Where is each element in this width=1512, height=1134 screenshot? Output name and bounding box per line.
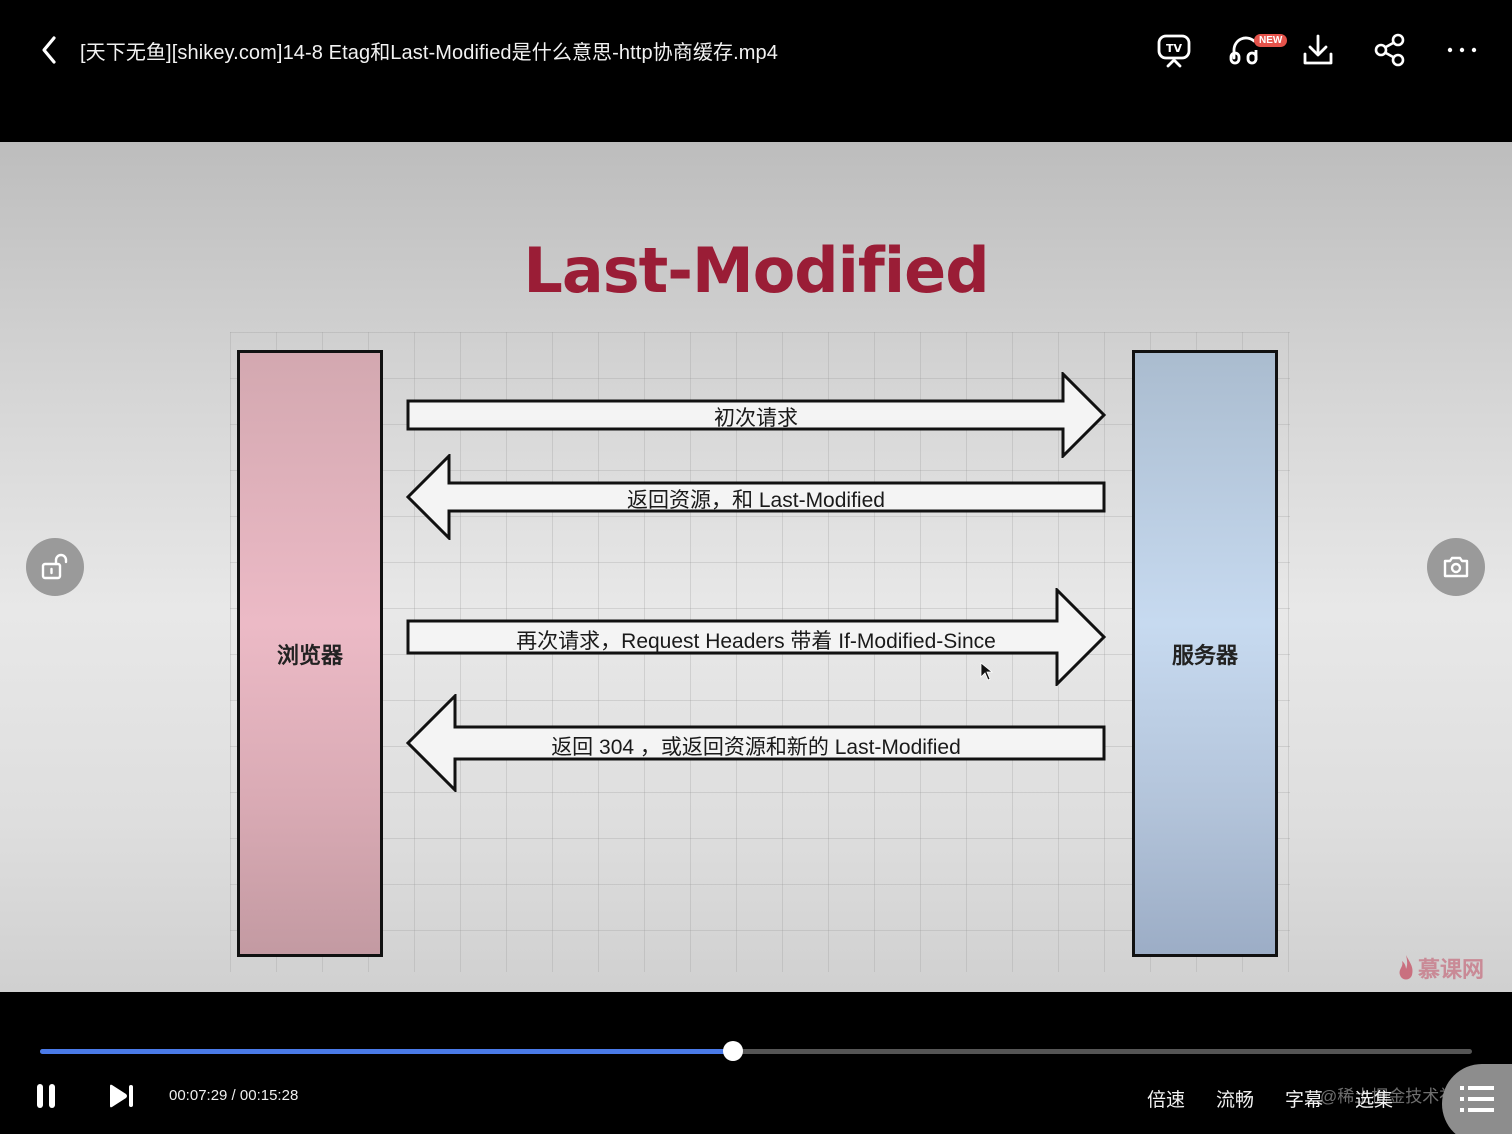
new-badge: NEW: [1254, 34, 1288, 47]
slide-title: Last-Modified: [523, 234, 989, 307]
progress-thumb[interactable]: [723, 1041, 744, 1061]
arrow-label: 返回 304 ，或返回资源和新的 Last-Modified: [551, 736, 961, 759]
playlist-button[interactable]: [1442, 1064, 1512, 1134]
svg-text:TV: TV: [1166, 42, 1183, 55]
browser-label: 浏览器: [276, 642, 343, 668]
back-icon: [42, 36, 56, 64]
video-frame[interactable]: Last-Modified 浏览器 服务器 初次请求 返回资源，和 Last-M…: [0, 142, 1512, 992]
share-button[interactable]: [1370, 30, 1410, 70]
arrow-right-icon: [406, 372, 1107, 458]
more-button[interactable]: [1442, 30, 1482, 70]
flame-logo-icon: [1399, 955, 1413, 980]
subtitle-button[interactable]: 字幕: [1285, 1090, 1324, 1111]
mouse-cursor-icon: [980, 662, 994, 681]
download-icon: [1303, 34, 1333, 65]
top-bar: [天下无鱼][shikey.com]14-8 Etag和Last-Modifie…: [0, 0, 1512, 100]
audio-mode-button[interactable]: NEW: [1226, 30, 1288, 70]
pause-icon: [37, 1084, 55, 1108]
arrow-label: 再次请求，Request Headers 带着 If-Modified-Sinc…: [516, 630, 996, 653]
arrow-return-304: 返回 304 ，或返回资源和新的 Last-Modified: [406, 694, 1108, 792]
episodes-button[interactable]: 选集: [1355, 1090, 1394, 1111]
arrow-return-resource: 返回资源，和 Last-Modified: [406, 454, 1108, 540]
server-label: 服务器: [1171, 642, 1238, 668]
arrow-right-icon: [406, 588, 1107, 686]
quality-button[interactable]: 流畅: [1216, 1090, 1255, 1111]
player-controls: 00:07:29 / 00:15:28 倍速 流畅 字幕 @稀土掘金技术社区 选…: [0, 992, 1512, 1134]
pause-button[interactable]: [34, 1082, 60, 1115]
imooc-watermark: 慕课网: [1396, 952, 1484, 984]
screen-lock-button[interactable]: [26, 538, 84, 596]
tv-cast-icon: TV: [1157, 34, 1191, 68]
more-icon: [1447, 47, 1477, 53]
headphones-icon: [1229, 36, 1258, 65]
server-pillar: 服务器: [1132, 350, 1278, 957]
skip-next-icon: [110, 1084, 133, 1108]
arrow-initial-request: 初次请求: [406, 372, 1108, 458]
arrow-left-icon: [406, 694, 1106, 792]
lock-open-icon: [41, 553, 68, 580]
video-title: [天下无鱼][shikey.com]14-8 Etag和Last-Modifie…: [80, 42, 778, 64]
speed-button[interactable]: 倍速: [1147, 1090, 1186, 1111]
share-icon: [1374, 33, 1405, 67]
arrow-label: 返回资源，和 Last-Modified: [627, 489, 885, 512]
arrow-second-request: 再次请求，Request Headers 带着 If-Modified-Sinc…: [406, 588, 1108, 686]
screenshot-button[interactable]: [1427, 538, 1485, 596]
community-watermark: @稀土掘金技术社区: [1320, 1087, 1474, 1106]
list-icon: [1460, 1086, 1494, 1112]
back-button[interactable]: [36, 32, 64, 68]
time-display: 00:07:29 / 00:15:28: [169, 1087, 299, 1104]
next-button[interactable]: [106, 1082, 136, 1115]
progress-fill: [40, 1049, 734, 1054]
progress-bar[interactable]: [40, 1041, 1472, 1061]
browser-pillar: 浏览器: [237, 350, 383, 957]
camera-icon: [1443, 556, 1469, 578]
download-button[interactable]: [1298, 30, 1338, 70]
arrow-label: 初次请求: [714, 407, 798, 430]
arrow-left-icon: [406, 454, 1106, 540]
tv-cast-button[interactable]: TV: [1154, 30, 1194, 70]
watermark-text: 慕课网: [1418, 957, 1485, 982]
